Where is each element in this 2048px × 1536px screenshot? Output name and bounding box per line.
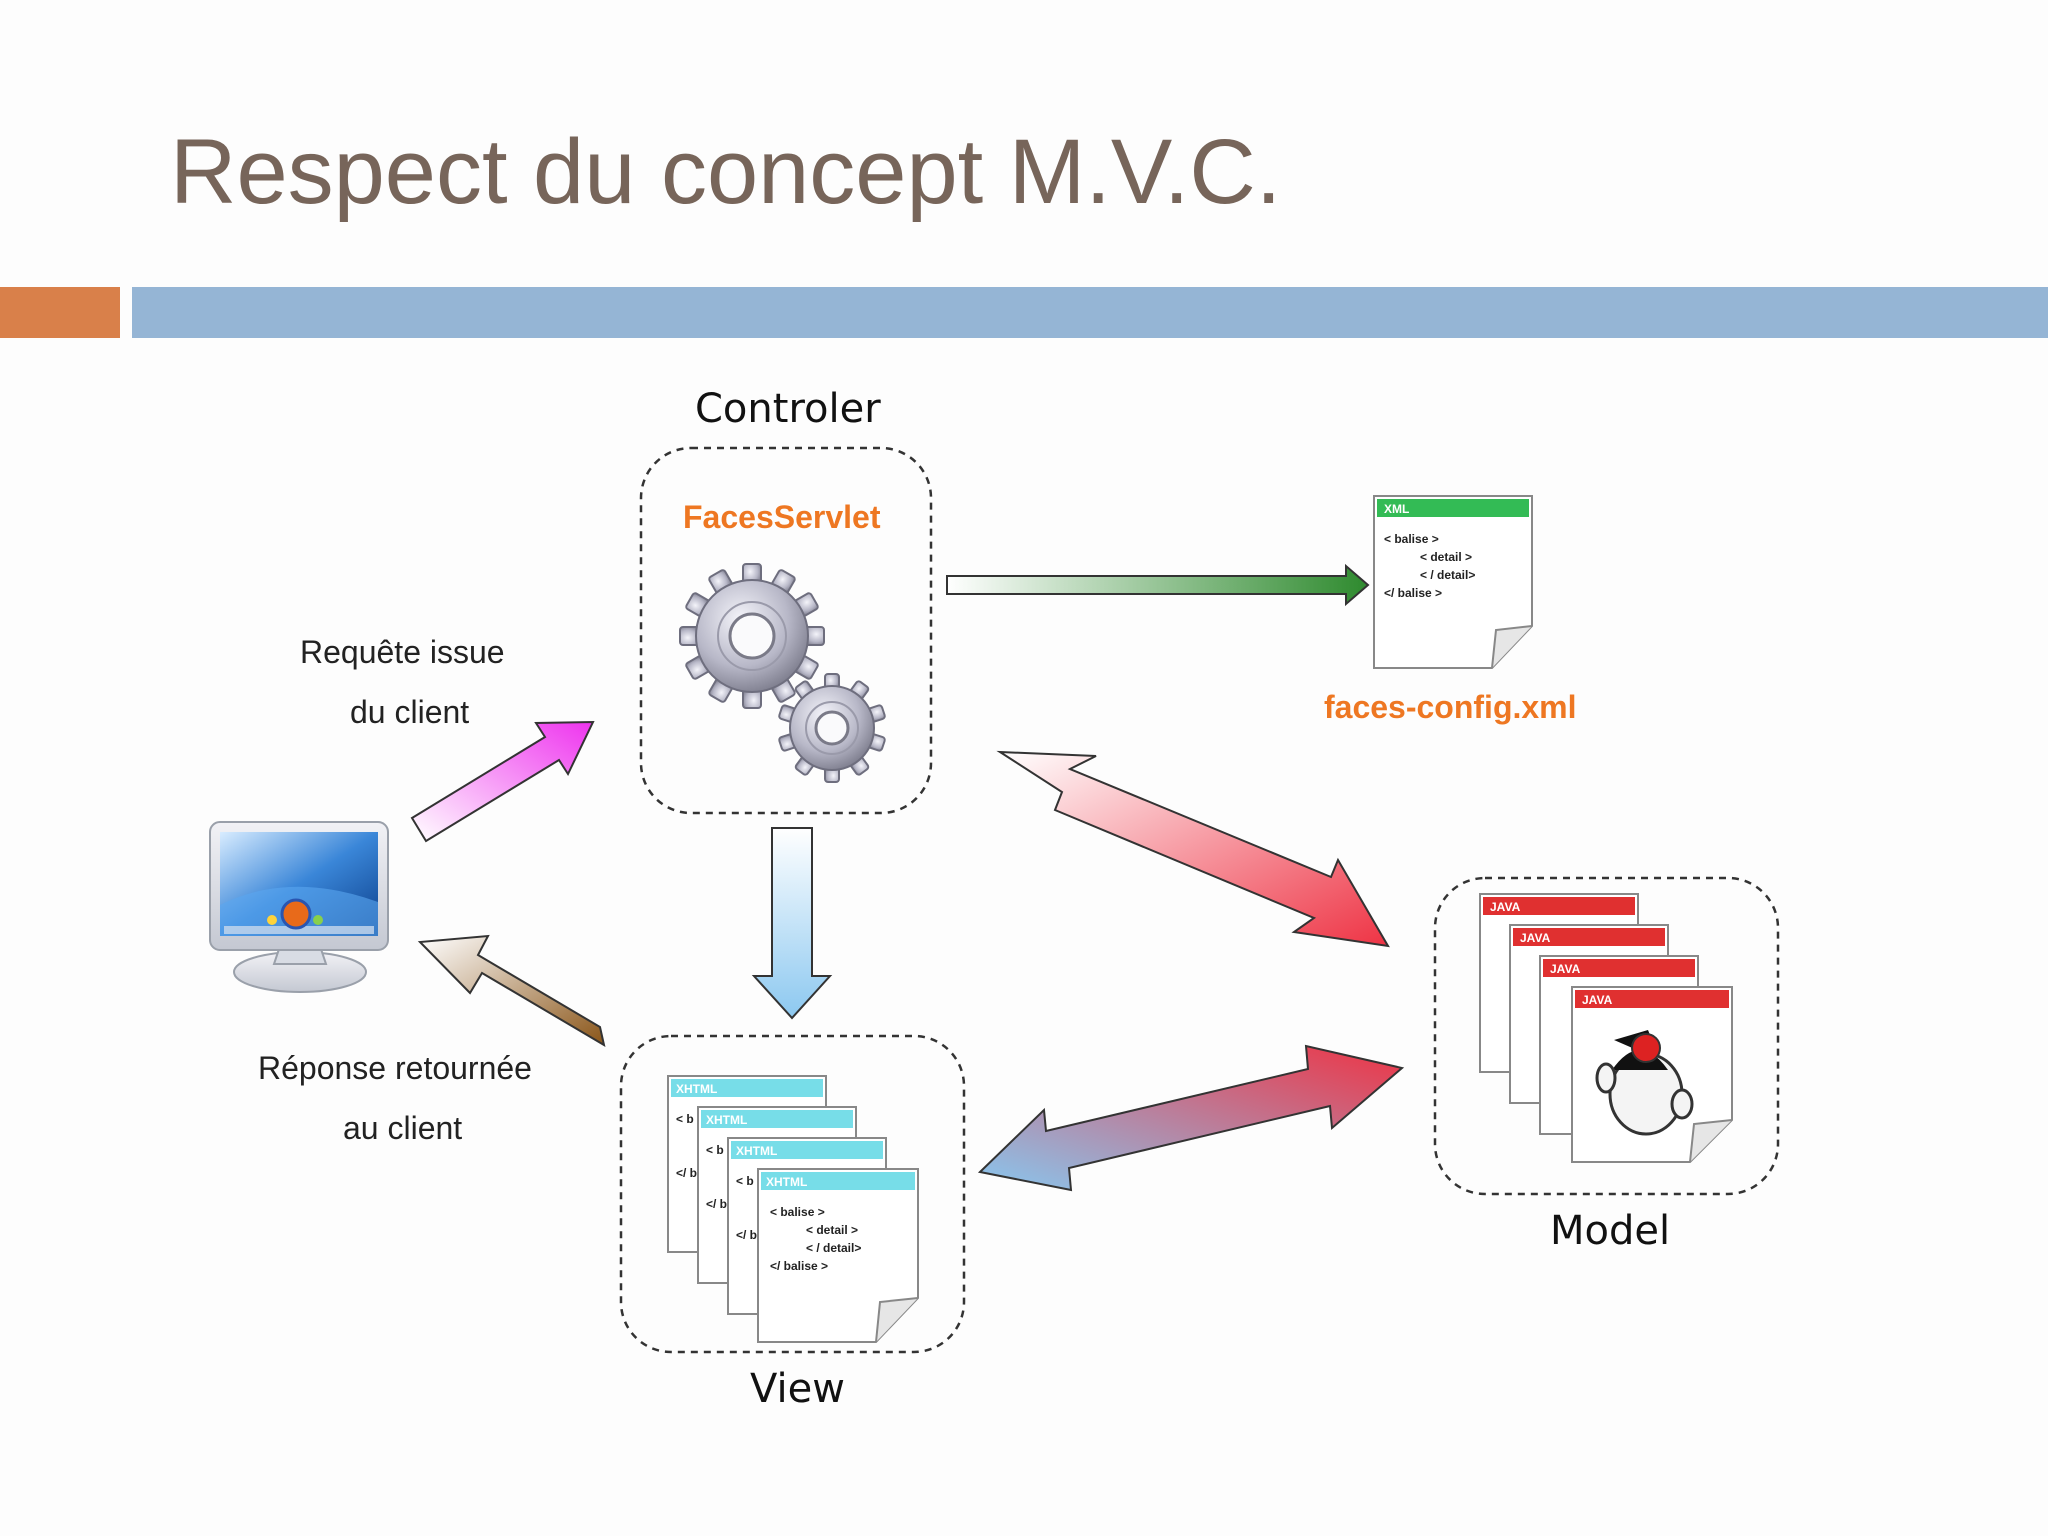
svg-text:JAVA: JAVA: [1520, 931, 1551, 945]
controller-box: [639, 446, 933, 815]
controller-heading: Controler: [695, 386, 881, 432]
arrow-controller-model-bidirectional: [996, 750, 1390, 948]
svg-text:< / detail>: < / detail>: [806, 1241, 861, 1255]
slide-title: Respect du concept M.V.C.: [170, 121, 1282, 223]
request-label-line2: du client: [350, 694, 470, 730]
title-accent-bar-orange: [0, 287, 120, 338]
svg-text:JAVA: JAVA: [1490, 900, 1521, 914]
model-box: [1433, 876, 1780, 1196]
svg-text:XHTML: XHTML: [766, 1175, 807, 1189]
svg-text:< detail >: < detail >: [1420, 550, 1472, 564]
faces-config-label: faces-config.xml: [1324, 689, 1577, 725]
svg-text:< detail >: < detail >: [806, 1223, 858, 1237]
svg-text:</ b: </ b: [676, 1166, 697, 1180]
svg-text:< / detail>: < / detail>: [1420, 568, 1475, 582]
response-label-line1: Réponse retournée: [258, 1050, 532, 1086]
svg-text:JAVA: JAVA: [1550, 962, 1581, 976]
svg-text:< balise >: < balise >: [770, 1205, 825, 1219]
request-label-line1: Requête issue: [300, 634, 505, 670]
arrow-view-model-bidirectional: [977, 1044, 1405, 1192]
title-accent-bar-blue: [132, 287, 2048, 338]
svg-text:</ b: </ b: [736, 1228, 757, 1242]
svg-text:< balise >: < balise >: [1384, 532, 1439, 546]
response-label-line2: au client: [343, 1110, 463, 1146]
svg-text:< b: < b: [706, 1143, 724, 1157]
computer-monitor-icon: [209, 821, 389, 993]
view-box: [619, 1034, 966, 1354]
arrow-controller-to-view: [751, 827, 833, 1020]
arrow-request-to-controller: [410, 720, 595, 843]
svg-text:XHTML: XHTML: [706, 1113, 747, 1127]
svg-text:</ balise >: </ balise >: [770, 1259, 828, 1273]
java-documents-icon: JAVA JAVA JAVA JAVA: [1479, 893, 1733, 1163]
arrow-controller-to-config: [946, 563, 1370, 607]
svg-text:</ balise >: </ balise >: [1384, 586, 1442, 600]
svg-text:XHTML: XHTML: [676, 1082, 717, 1096]
faces-servlet-label: FacesServlet: [683, 499, 881, 535]
gears-icon: [679, 563, 886, 783]
svg-text:JAVA: JAVA: [1582, 993, 1613, 1007]
view-heading: View: [750, 1366, 845, 1412]
java-duke-icon: [1595, 1030, 1694, 1136]
xml-document-icon: XML < balise > < detail > < / detail> </…: [1373, 495, 1533, 669]
arrow-response-to-client: [417, 934, 606, 1048]
xml-tag: XML: [1384, 502, 1409, 516]
xhtml-documents-icon: XHTML < b </ b XHTML < b </ b XHTML < b …: [667, 1075, 919, 1343]
svg-text:< b: < b: [736, 1174, 754, 1188]
model-heading: Model: [1550, 1208, 1671, 1254]
svg-text:XHTML: XHTML: [736, 1144, 777, 1158]
svg-text:< b: < b: [676, 1112, 694, 1126]
svg-text:</ b: </ b: [706, 1197, 727, 1211]
